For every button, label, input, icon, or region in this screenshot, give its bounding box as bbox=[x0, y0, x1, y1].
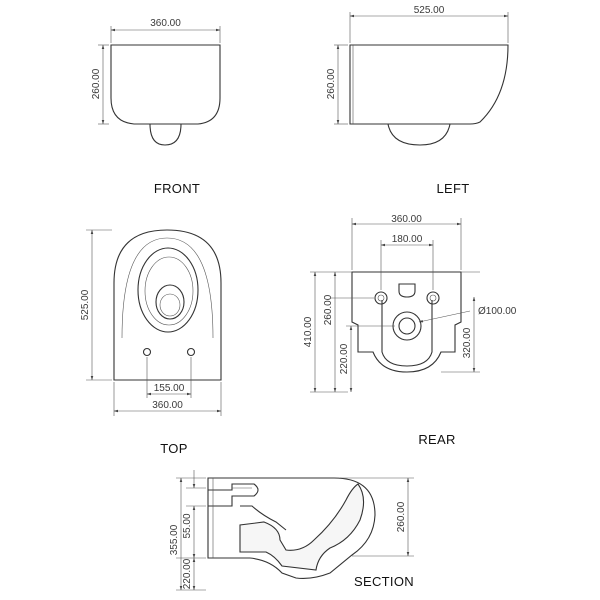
section-bowl-wall bbox=[239, 483, 365, 571]
rear-total-height-label: 410.00 bbox=[303, 316, 314, 347]
left-pan-outlet bbox=[387, 123, 451, 146]
top-width-label: 360.00 bbox=[152, 400, 183, 411]
rear-view-label: REAR bbox=[418, 432, 455, 447]
top-bowl-opening bbox=[137, 247, 199, 333]
rear-bolt-spacing-label: 180.00 bbox=[392, 234, 423, 245]
top-view-label: TOP bbox=[160, 441, 187, 456]
left-view: 525.00 260.00 LEFT bbox=[326, 5, 509, 196]
section-outer-outline bbox=[207, 477, 376, 579]
front-height-label: 260.00 bbox=[91, 68, 102, 99]
top-rim-inner bbox=[121, 237, 214, 339]
front-view-label: FRONT bbox=[154, 181, 200, 196]
top-view: 525.00 155.00 360.00 TOP bbox=[80, 229, 222, 456]
top-fixing-hole-right bbox=[186, 347, 196, 357]
front-bowl-outline bbox=[110, 44, 221, 125]
rear-outlet-diameter-label: Ø100.00 bbox=[478, 306, 517, 317]
left-height-label: 260.00 bbox=[326, 68, 337, 99]
top-bowl-outline bbox=[113, 229, 222, 381]
section-height-label: 260.00 bbox=[396, 501, 407, 532]
front-pan-outlet bbox=[149, 123, 182, 146]
section-inlet-height-label: 55.00 bbox=[182, 513, 193, 538]
section-rim-channel bbox=[240, 505, 287, 531]
section-view: 355.00 55.00 220.00 260.00 SECTION bbox=[169, 470, 414, 591]
rear-width-label: 360.00 bbox=[391, 214, 422, 225]
rear-outlet bbox=[392, 311, 422, 341]
top-hole-spacing-label: 155.00 bbox=[154, 383, 185, 394]
front-width-label: 360.00 bbox=[150, 18, 181, 29]
top-length-label: 525.00 bbox=[80, 289, 91, 320]
rear-bolt-hole-right bbox=[426, 291, 440, 305]
section-view-label: SECTION bbox=[354, 574, 414, 589]
rear-bolt-height-label: 260.00 bbox=[323, 294, 334, 325]
section-lower-height-label: 220.00 bbox=[182, 558, 193, 589]
front-view: 360.00 260.00 FRONT bbox=[91, 18, 221, 196]
section-total-height-label: 355.00 bbox=[169, 524, 180, 555]
rear-bolt-hole-left bbox=[374, 291, 388, 305]
top-fixing-hole-left bbox=[142, 347, 152, 357]
left-length-label: 525.00 bbox=[414, 5, 445, 16]
rear-view: 360.00 180.00 Ø100.00 410.00 260.00 220.… bbox=[303, 214, 517, 447]
rear-outlet-channel bbox=[381, 300, 433, 367]
left-view-label: LEFT bbox=[437, 181, 470, 196]
top-bowl-outlet bbox=[155, 284, 185, 320]
rear-inlet-opening bbox=[398, 283, 416, 298]
rear-bowl-outline bbox=[351, 271, 462, 373]
section-inlet-flange bbox=[208, 483, 259, 507]
left-bowl-outline bbox=[349, 44, 509, 125]
rear-lower-height-label: 220.00 bbox=[339, 343, 350, 374]
rear-outlet-height-label: 320.00 bbox=[462, 327, 473, 358]
